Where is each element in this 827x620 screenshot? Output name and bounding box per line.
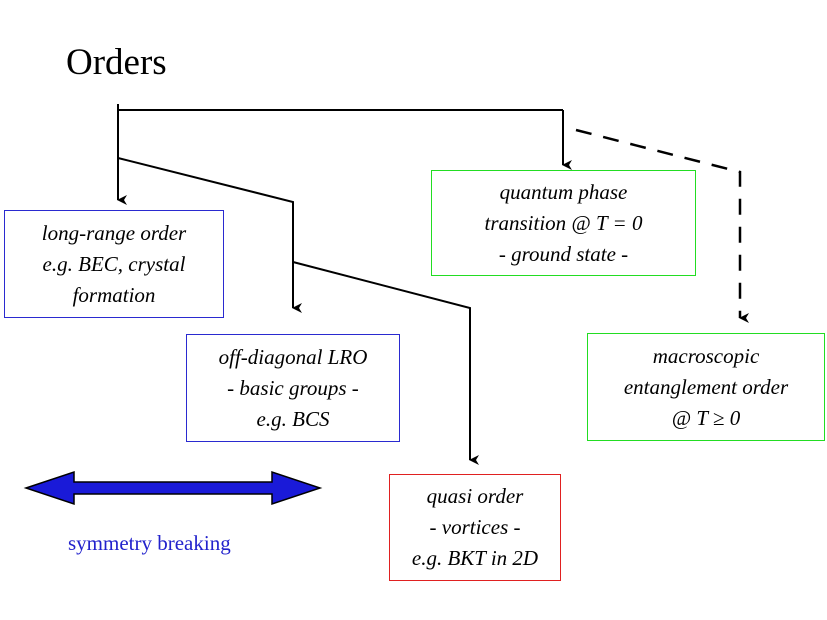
quantum-phase-transition-node: quantum phase transition @ T = 0 - groun…: [431, 170, 696, 276]
node-line: transition @ T = 0: [484, 210, 643, 235]
odlro-branch: [117, 157, 302, 313]
long-range-order-node: long-range order e.g. BEC, crystal forma…: [4, 210, 224, 318]
node-line: quantum phase: [499, 179, 628, 204]
node-line: e.g. BCS: [256, 406, 330, 431]
node-line: quasi order: [426, 484, 524, 508]
node-line: off-diagonal LRO: [218, 344, 368, 369]
node-line: long-range order: [41, 220, 187, 245]
quasi-branch: [292, 261, 479, 465]
node-line: e.g. BKT in 2D: [411, 546, 539, 570]
symmetry-double-arrow: [23, 470, 323, 506]
symmetry-breaking-label: symmetry breaking: [68, 531, 231, 555]
node-line: formation: [72, 282, 156, 307]
entanglement-dashed-path: [575, 128, 749, 323]
node-line: - basic groups -: [227, 375, 359, 400]
node-line: - ground state -: [498, 241, 629, 266]
node-line: e.g. BEC, crystal: [42, 251, 186, 276]
node-line: - vortices -: [429, 515, 521, 539]
node-line: entanglement order: [623, 374, 789, 399]
quasi-order-node: quasi order - vortices - e.g. BKT in 2D: [389, 474, 561, 581]
page-title: Orders: [66, 42, 167, 83]
off-diagonal-lro-node: off-diagonal LRO - basic groups - e.g. B…: [186, 334, 400, 442]
node-line: macroscopic: [652, 343, 760, 368]
node-line: @ T ≥ 0: [671, 405, 741, 430]
macroscopic-entanglement-node: macroscopic entanglement order @ T ≥ 0: [587, 333, 825, 441]
